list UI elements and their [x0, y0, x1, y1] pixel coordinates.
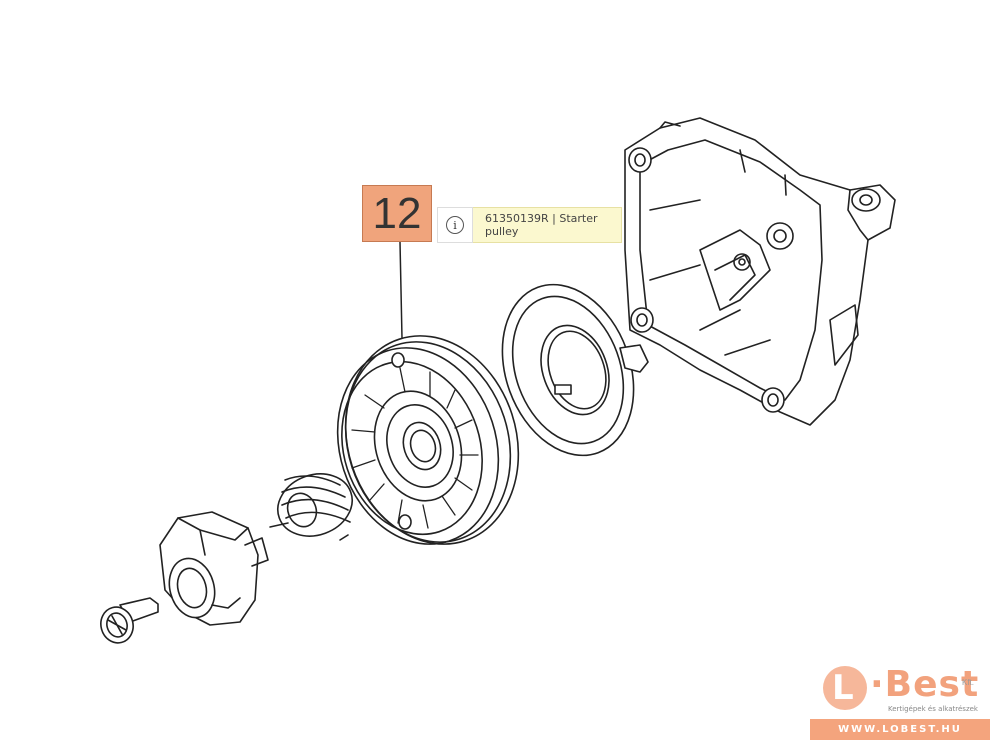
logo-wordmark: ·Best	[870, 664, 980, 705]
tooltip-info-area: i	[437, 207, 473, 243]
pulley-screw	[100, 597, 159, 644]
part-tooltip: i 61350139R | Starter pulley	[437, 207, 622, 243]
starter-housing	[624, 117, 896, 426]
rewind-spring	[501, 283, 649, 457]
tooltip-text: 61350139R | Starter pulley	[473, 207, 622, 243]
lobest-logo: L ·Best Kft. Kertigépek és alkatrészek W…	[810, 662, 990, 742]
logo-suffix: Kft.	[962, 678, 975, 687]
starter-pulley	[336, 335, 520, 545]
part-callout-12[interactable]: 12	[362, 185, 432, 242]
info-icon: i	[446, 216, 464, 234]
pawl-spring	[269, 473, 353, 541]
callout-leader-line	[399, 241, 403, 339]
pulley-hub	[159, 511, 269, 626]
logo-tagline: Kertigépek és alkatrészek	[888, 705, 978, 713]
callout-number: 12	[372, 188, 422, 238]
logo-mark: L	[823, 666, 867, 710]
logo-url: WWW.LOBEST.HU	[810, 719, 990, 740]
